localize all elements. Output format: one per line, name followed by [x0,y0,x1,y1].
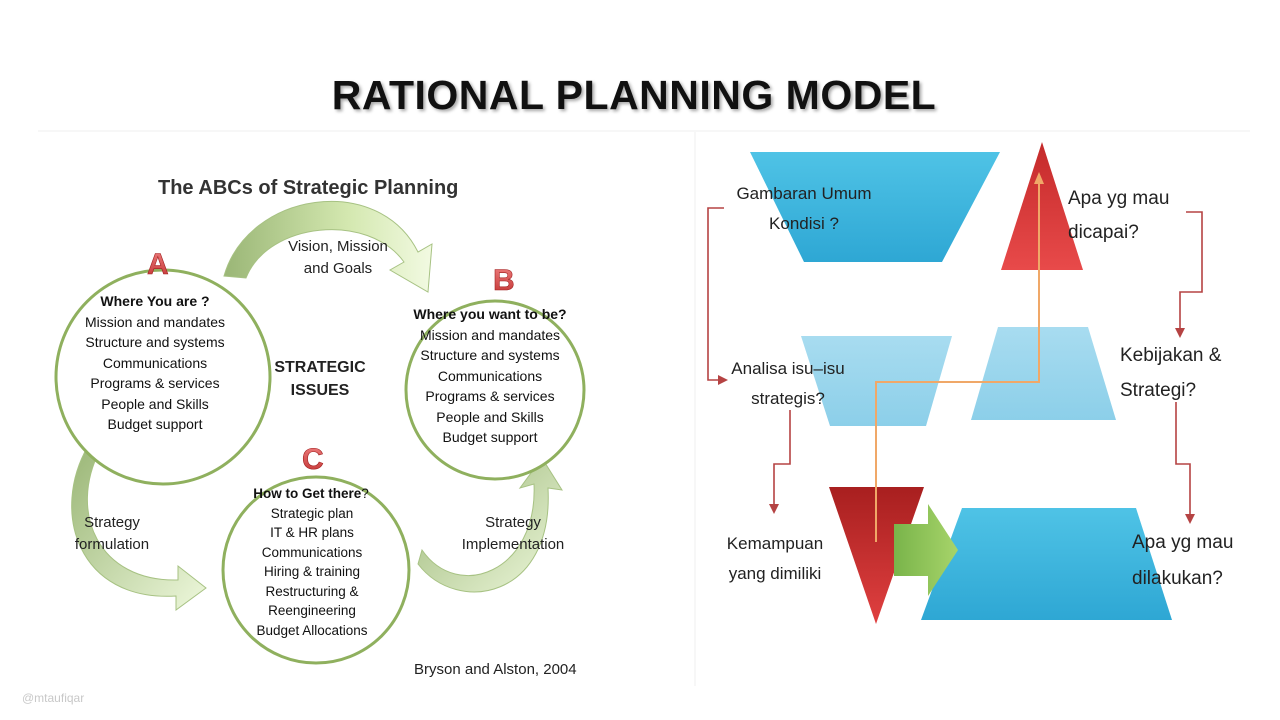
orange-connector [875,178,1040,542]
shape-dicapai [1001,142,1083,270]
circle-a-item: Programs & services [90,375,219,391]
letter-b: B [493,264,515,297]
label-dicapai-line: Apa yg mau [1068,188,1169,209]
circle-b-item: Structure and systems [420,347,559,363]
watermark: @mtaufiqar [22,691,85,705]
right-connector-bottom [1175,402,1191,516]
label-analisa-line: Analisa isu–isu [731,359,844,378]
shape-gambaran [750,152,1000,262]
label-kebijakan-line: Kebijakan & [1120,345,1222,366]
formulation-label-line: formulation [75,536,149,553]
green-arrow-icon [894,504,958,596]
abc-diagram-svg: The ABCs of Strategic Planning A B C Whe… [54,177,586,678]
flow-diagram: Gambaran Umum Kondisi ? Apa yg mau dicap… [696,132,1250,686]
strategic-issues-line: ISSUES [291,382,350,399]
circle-b-title: Where you want to be? [413,306,566,322]
circle-c-item: IT & HR plans [270,525,354,540]
arrow-vision [223,200,433,293]
circle-a-item: People and Skills [101,396,208,412]
label-gambaran-line: Gambaran Umum [736,184,871,203]
flow-diagram-svg: Gambaran Umum Kondisi ? Apa yg mau dicap… [707,142,1233,624]
circle-b-item: People and Skills [436,409,543,425]
label-gambaran-line: Kondisi ? [769,214,839,233]
circle-b-item: Mission and mandates [420,327,560,343]
analisa-arrow-icon [769,504,779,514]
label-kemampuan-line: yang dimiliki [729,564,822,583]
implementation-label-line: Implementation [462,536,565,553]
label-gambaran: Gambaran Umum Kondisi ? [736,184,871,233]
arrow-implementation [417,457,563,593]
shape-kemampuan [829,487,924,624]
label-kebijakan: Kebijakan & Strategi? [1120,345,1222,401]
circle-b [404,299,586,481]
shape-kebijakan [971,327,1116,420]
label-kemampuan-line: Kemampuan [727,534,823,553]
label-kemampuan: Kemampuan yang dimiliki [727,534,823,583]
label-dilakukan-line: Apa yg mau [1132,532,1233,553]
left-bracket [707,207,724,381]
orange-arrow-head-icon [1034,172,1044,184]
circle-a-item: Mission and mandates [85,314,225,330]
strategic-issues-label: STRATEGIC ISSUES [274,359,366,399]
circle-a-title: Where You are ? [100,293,209,309]
formulation-label-line: Strategy [84,514,140,531]
right-arrow-bottom-icon [1185,514,1195,524]
strategic-issues-line: STRATEGIC [274,359,366,376]
label-analisa-line: strategis? [751,389,825,408]
formulation-label: Strategy formulation [75,514,149,553]
implementation-label-line: Strategy [485,514,541,531]
label-dilakukan-line: dilakukan? [1132,568,1223,589]
circle-a-item: Communications [103,355,207,371]
letter-a: A [147,248,169,281]
circle-c-text: How to Get there? Strategic plan IT & HR… [253,486,369,638]
circle-c-item: Restructuring & [265,584,358,599]
circle-a-item: Budget support [108,416,203,432]
shape-dilakukan [921,508,1172,620]
circle-c-title-suffix: ? [361,486,369,501]
label-analisa: Analisa isu–isu strategis? [731,359,844,408]
left-bracket-arrow-icon [718,375,728,385]
label-kebijakan-line: Strategi? [1120,380,1196,401]
label-dicapai-line: dicapai? [1068,222,1139,243]
circle-c-title: How to Get there [253,486,361,501]
label-dilakukan: Apa yg mau dilakukan? [1132,532,1233,589]
circle-c-item: Budget Allocations [256,623,367,638]
slide-title: RATIONAL PLANNING MODEL [331,72,937,118]
abc-heading: The ABCs of Strategic Planning [158,177,458,199]
vision-label: Vision, Mission and Goals [288,238,388,277]
label-dicapai: Apa yg mau dicapai? [1068,188,1169,243]
implementation-label: Strategy Implementation [462,514,565,553]
circle-b-item: Communications [438,368,542,384]
letter-c: C [302,443,324,476]
circle-b-item: Programs & services [425,388,554,404]
circle-a-item: Structure and systems [85,334,224,350]
vision-label-line: Vision, Mission [288,238,388,255]
circle-c-item: Communications [262,545,363,560]
circle-c-title-line: How to Get there? [253,486,369,501]
circle-b-item: Budget support [443,429,538,445]
citation: Bryson and Alston, 2004 [414,661,577,678]
right-arrow-top-icon [1175,328,1185,338]
circle-a-text: Where You are ? Mission and mandates Str… [85,293,225,432]
circle-c [221,475,411,665]
right-connector-top [1179,211,1203,330]
circle-c-item: Hiring & training [264,564,360,579]
circle-b-text: Where you want to be? Mission and mandat… [413,306,566,445]
vision-label-line: and Goals [304,260,372,277]
analisa-connector [773,410,791,506]
circle-c-item: Strategic plan [271,506,354,521]
abc-diagram: The ABCs of Strategic Planning A B C Whe… [38,132,694,686]
circle-a [54,268,272,486]
arrow-formulation [71,445,207,611]
circle-c-item: Reengineering [268,603,356,618]
